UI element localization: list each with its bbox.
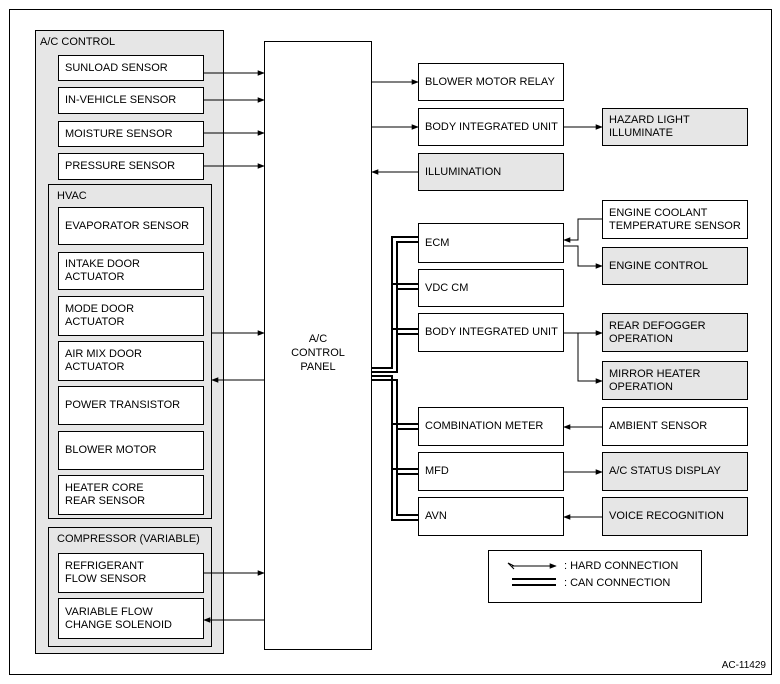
ambient-sensor-box: AMBIENT SENSOR (602, 407, 748, 446)
ecm-box: ECM (418, 223, 564, 263)
hvac-group-title: HVAC (57, 190, 87, 202)
can-bus-upper-b (372, 241, 418, 373)
can-bus-upper-a (372, 236, 418, 369)
legend-can-connection-label: : CAN CONNECTION (564, 577, 671, 589)
body-integrated-unit-top-box: BODY INTEGRATED UNIT (418, 108, 564, 146)
rear-defogger-operation-box: REAR DEFOGGER OPERATION (602, 313, 748, 352)
mfd-box: MFD (418, 452, 564, 491)
power-transistor-box: POWER TRANSISTOR (58, 386, 204, 425)
wire-body-unit-to-mirror (577, 333, 603, 384)
engine-coolant-temperature-sensor-box: ENGINE COOLANT TEMPERATURE SENSOR (602, 200, 748, 239)
variable-flow-change-solenoid-box: VARIABLE FLOW CHANGE SOLENOID (58, 598, 204, 639)
legend-hard-line-back (507, 562, 515, 570)
ac-control-panel-label: A/C CONTROL PANEL (291, 333, 345, 373)
refrigerant-flow-sensor-box: REFRIGERANT FLOW SENSOR (58, 553, 204, 593)
can-bus-lower-b (372, 379, 418, 516)
air-mix-door-actuator-box: AIR MIX DOOR ACTUATOR (58, 341, 204, 381)
moisture-sensor-box: MOISTURE SENSOR (58, 121, 204, 147)
voice-recognition-box: VOICE RECOGNITION (602, 497, 748, 536)
legend-hard-connection-label: : HARD CONNECTION (564, 560, 679, 572)
legend (488, 550, 702, 603)
evaporator-sensor-box: EVAPORATOR SENSOR (58, 207, 204, 245)
ac-status-display-box: A/C STATUS DISPLAY (602, 452, 748, 491)
body-integrated-unit-mid-box: BODY INTEGRATED UNIT (418, 313, 564, 352)
heater-core-rear-sensor-box: HEATER CORE REAR SENSOR (58, 475, 204, 515)
can-bus-lower-a (372, 375, 418, 521)
mode-door-actuator-box: MODE DOOR ACTUATOR (58, 296, 204, 336)
engine-control-box: ENGINE CONTROL (602, 247, 748, 285)
ac-control-group-title: A/C CONTROL (40, 36, 116, 48)
intake-door-actuator-box: INTAKE DOOR ACTUATOR (58, 252, 204, 290)
illumination-box: ILLUMINATION (418, 153, 564, 191)
pressure-sensor-box: PRESSURE SENSOR (58, 153, 204, 180)
avn-box: AVN (418, 497, 564, 536)
compressor-group-title: COMPRESSOR (VARIABLE) (57, 533, 200, 545)
ac-control-panel-box (264, 41, 372, 650)
sunload-sensor-box: SUNLOAD SENSOR (58, 55, 204, 81)
combination-meter-box: COMBINATION METER (418, 407, 564, 446)
hazard-light-illuminate-box: HAZARD LIGHT ILLUMINATE (602, 108, 748, 146)
vdc-cm-box: VDC CM (418, 269, 564, 307)
mirror-heater-operation-box: MIRROR HEATER OPERATION (602, 361, 748, 400)
figure-code: AC-11429 (721, 660, 766, 671)
blower-motor-box: BLOWER MOTOR (58, 431, 204, 470)
in-vehicle-sensor-box: IN-VEHICLE SENSOR (58, 87, 204, 114)
wire-ecm-to-engine-control (564, 245, 603, 269)
wire-coolant-to-ecm (563, 218, 602, 243)
diagram-frame (9, 9, 772, 675)
